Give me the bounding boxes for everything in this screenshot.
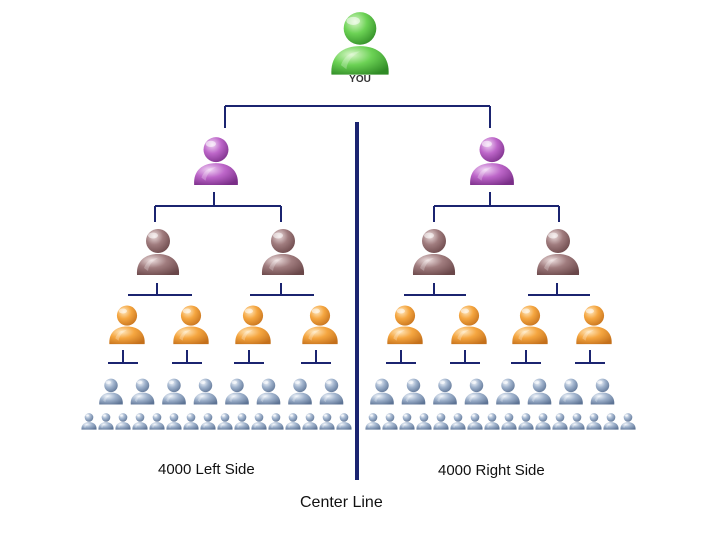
person-icon-small	[98, 413, 114, 430]
person-icon-small	[527, 378, 552, 405]
person-icon-you	[331, 12, 389, 75]
person-icon-small	[416, 413, 432, 430]
person-icon-small	[518, 413, 534, 430]
person-icon-small	[399, 413, 415, 430]
person-icon-level2	[412, 229, 456, 275]
person-icon-level1-left	[194, 137, 238, 185]
person-icon-small	[285, 413, 301, 430]
person-icon-small	[620, 413, 636, 430]
person-icon-small	[464, 378, 489, 405]
person-icon-small	[115, 413, 131, 430]
person-icon-small	[433, 413, 449, 430]
person-icon-level3	[387, 305, 423, 345]
left-side-label: 4000 Left Side	[158, 461, 255, 478]
person-icon-small	[450, 413, 466, 430]
person-icon-small	[251, 413, 267, 430]
person-icon-small	[302, 413, 318, 430]
person-icon-small	[496, 378, 520, 405]
person-icon-small	[81, 413, 97, 430]
person-icon-small	[401, 378, 426, 405]
person-icon-small	[586, 413, 602, 430]
person-icon-small	[552, 413, 568, 430]
person-icon-small	[382, 413, 398, 430]
person-icon-small	[603, 413, 619, 430]
person-icon-small	[130, 378, 155, 405]
person-icon-small	[559, 378, 583, 405]
connector-lines	[108, 105, 605, 480]
person-icon-small	[225, 378, 249, 405]
person-icon-small	[183, 413, 199, 430]
person-icon-level3	[235, 305, 271, 345]
person-icon-small	[433, 378, 457, 405]
person-icon-small	[484, 413, 500, 430]
person-icon-level3	[576, 305, 612, 345]
person-icon-small	[336, 413, 352, 430]
you-label: YOU	[349, 74, 371, 85]
person-icon-small	[365, 413, 381, 430]
person-icon-small	[217, 413, 233, 430]
person-icon-small	[319, 378, 344, 405]
person-icon-small	[288, 378, 312, 405]
person-icon-level3	[109, 305, 145, 345]
person-icon-small	[370, 378, 394, 405]
person-icon-small	[162, 378, 186, 405]
person-icon-small	[234, 413, 250, 430]
person-icon-small	[166, 413, 182, 430]
person-icon-level3	[451, 305, 487, 345]
person-icon-small	[256, 378, 281, 405]
person-icon-small	[193, 378, 218, 405]
center-line-label: Center Line	[300, 494, 383, 511]
person-icon-small	[200, 413, 216, 430]
person-icon-level2	[261, 229, 305, 275]
person-icon-small	[590, 378, 615, 405]
person-icon-level3	[302, 305, 338, 345]
person-icon-small	[319, 413, 335, 430]
person-icon-small	[149, 413, 165, 430]
person-icon-level2	[536, 229, 580, 275]
person-icon-level3	[512, 305, 548, 345]
person-icon-level1-right	[470, 137, 514, 185]
person-icon-small	[535, 413, 551, 430]
person-icon-small	[501, 413, 517, 430]
person-icon-small	[268, 413, 284, 430]
right-side-label: 4000 Right Side	[438, 462, 545, 479]
person-icon-small	[132, 413, 148, 430]
person-icon-small	[569, 413, 585, 430]
person-icon-small	[99, 378, 123, 405]
person-icon-small	[467, 413, 483, 430]
person-icon-level2	[136, 229, 180, 275]
person-icon-level3	[173, 305, 209, 345]
